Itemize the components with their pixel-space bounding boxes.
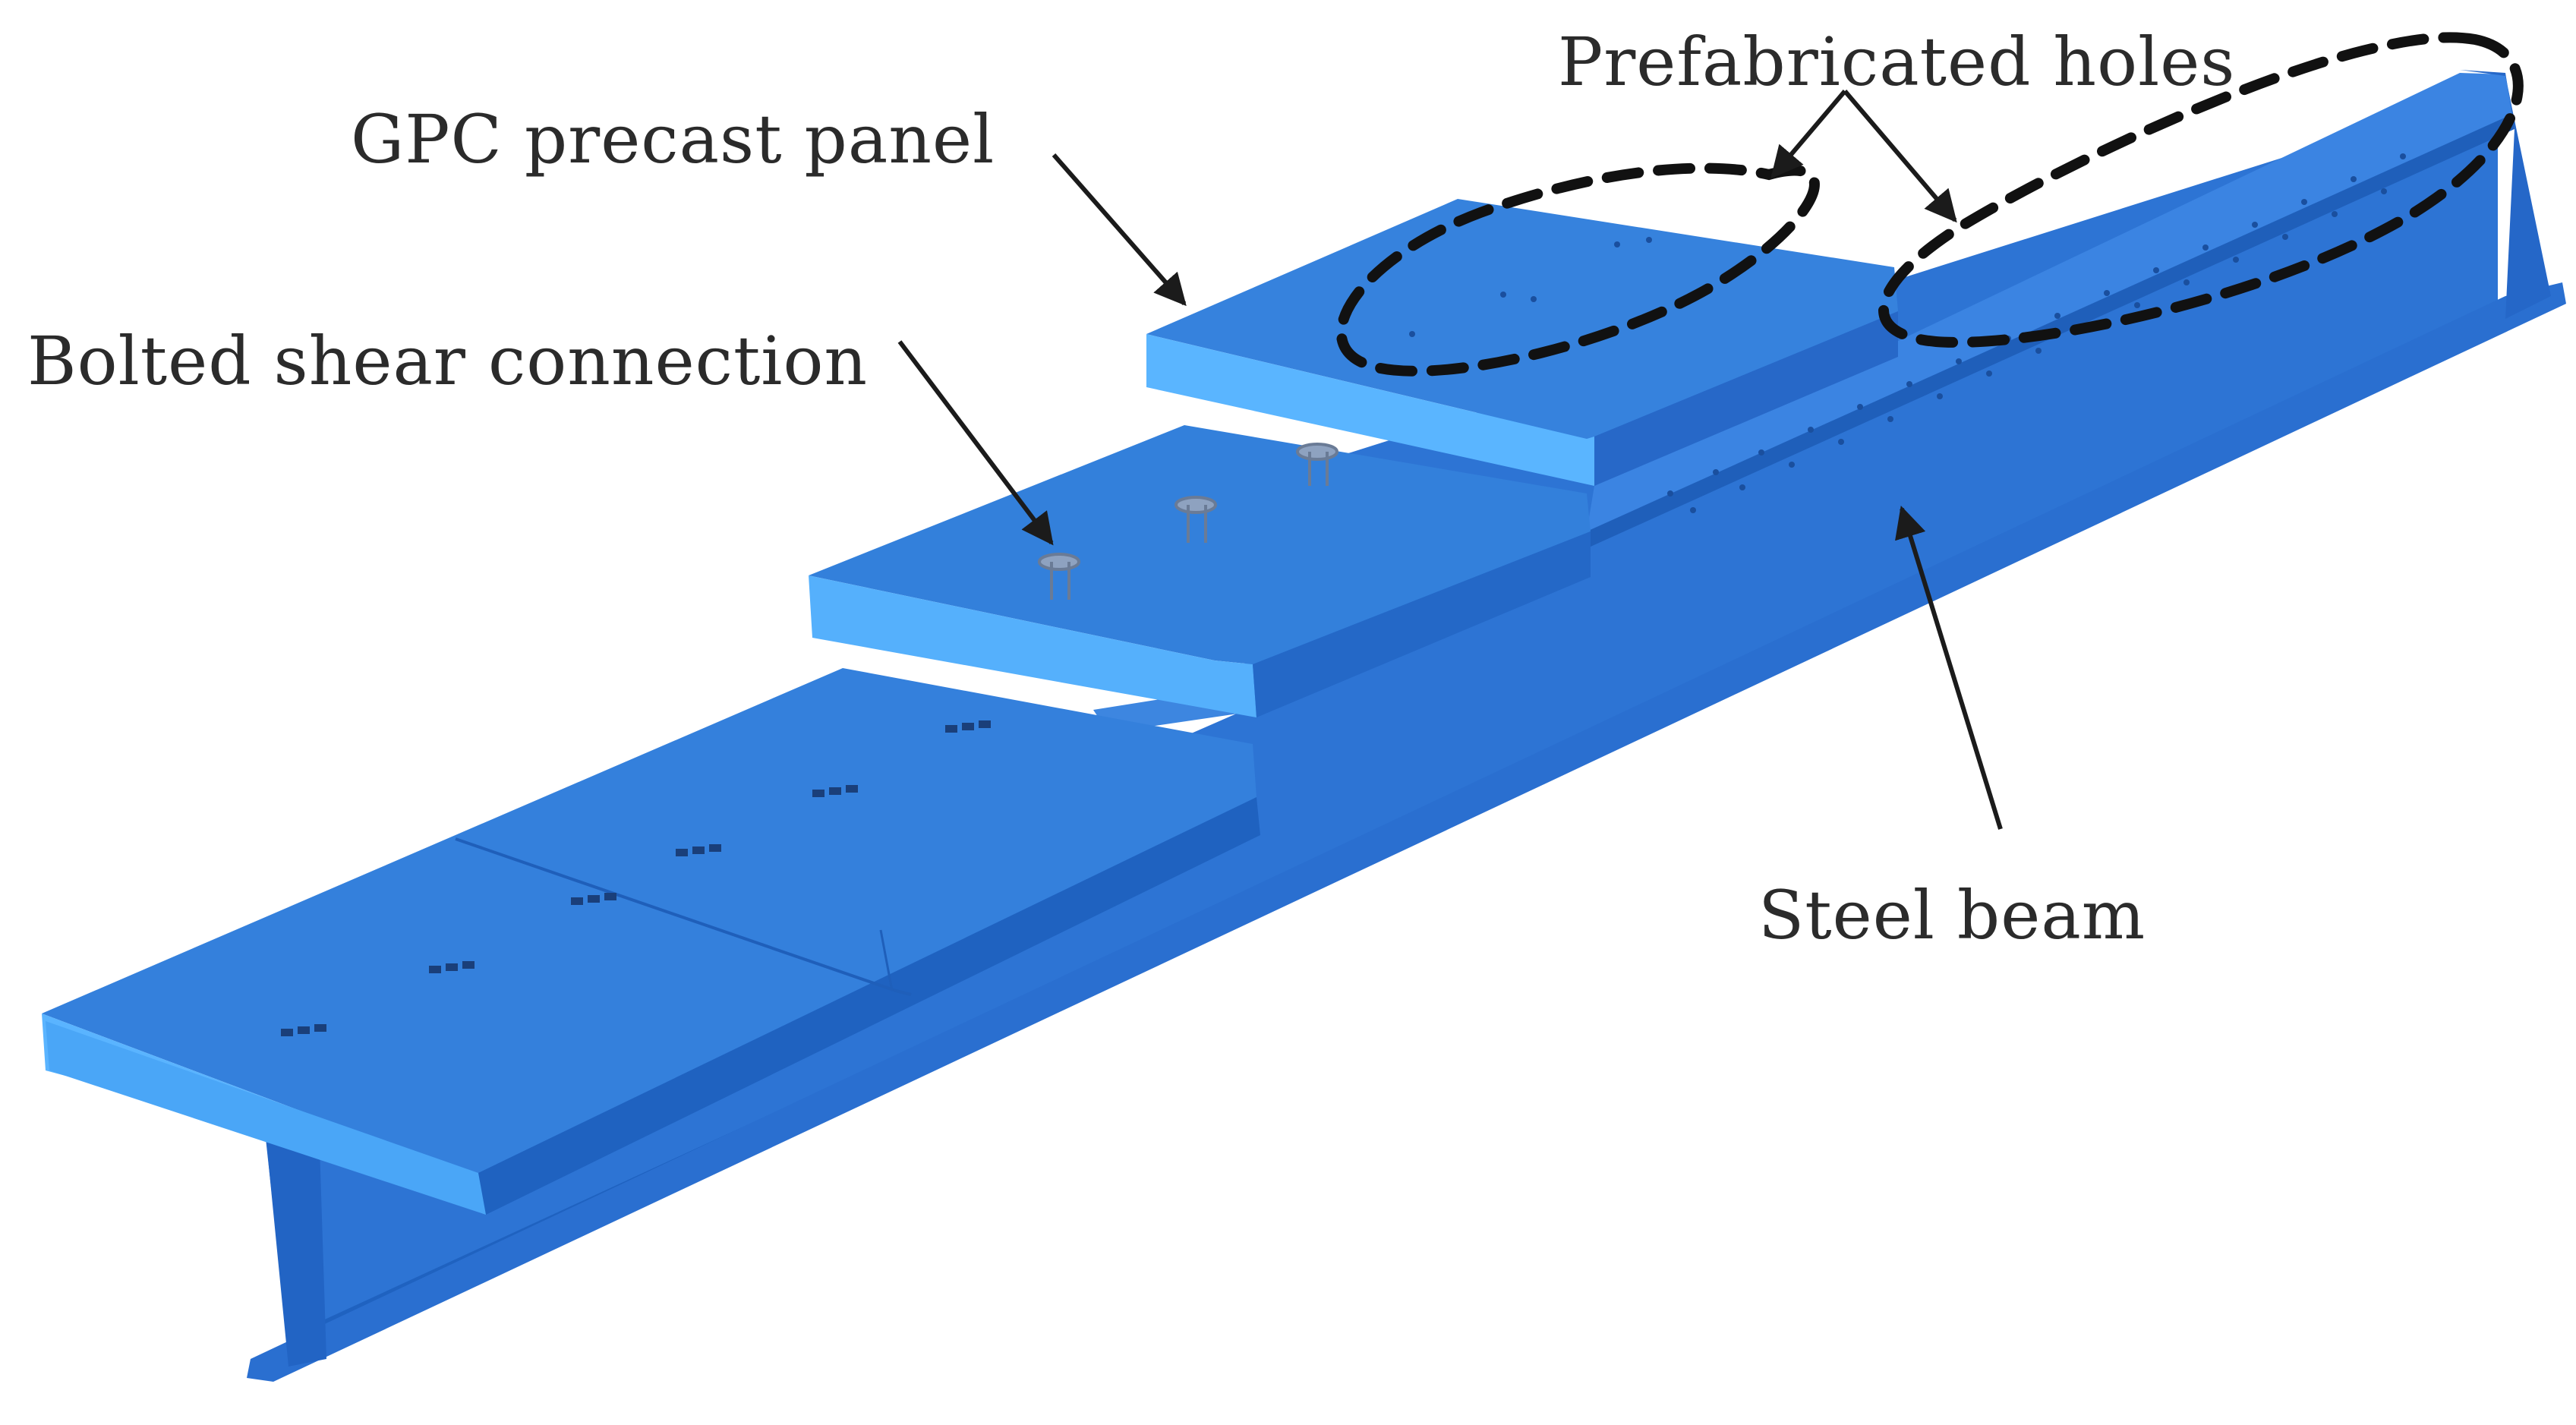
steel-beam-far-end [2460,70,2551,319]
arrow-steel-beam [1895,505,2003,830]
steel-beam-web-end [266,1124,326,1367]
bolt-group [571,893,616,905]
gpc-panel-far-top [1146,199,1898,439]
gpc-panel-middle-top [809,425,1591,664]
gpc-panel-near [42,668,1260,1215]
steel-beam-label: Steel beam [1758,876,2146,954]
prefabricated-holes-label: Prefabricated holes [1558,23,2236,101]
exposed-bolts [1038,443,1338,600]
bolt-group [429,961,475,973]
prefabricated-hole-dots [1667,153,2406,513]
gpc-panel-near-top [42,668,1256,1173]
gpc-panel-middle [809,425,1591,717]
bolt-group [676,844,721,856]
gpc-panel-far [1146,199,1898,486]
panel-hole-dots [1409,237,1652,337]
bolt-group [945,720,991,733]
gpc-panel-middle-front-face [809,575,1256,717]
dashed-ellipse-flange-holes [1878,32,2524,348]
gpc-panel-label: GPC precast panel [351,100,995,178]
bolt [1038,553,1080,600]
steel-beam-bottom-flange [247,282,2566,1382]
panel-joint-line-2 [895,989,912,996]
dashed-ellipse-panel-holes [1335,162,1820,377]
bolted-connection-label: Bolted shear connection [27,322,869,400]
panel-joint-line-3 [879,929,894,992]
gpc-panel-near-side-edge [478,797,1260,1215]
gpc-panel-near-front-face [46,1021,486,1215]
bolt [1174,496,1217,543]
gpc-panel-far-front-face [1146,334,1594,486]
bolt-group [281,1024,326,1036]
bolt [1296,443,1338,486]
arrow-gpc-panel [1052,153,1187,307]
arrow-holes-left [1770,90,1847,179]
bolt-groups-near [281,720,991,1036]
bolt-group [812,785,858,797]
gpc-panel-middle-side-face [1253,531,1591,717]
steel-beam-top-flange [1587,73,2513,535]
panel-joint-line-1 [455,837,897,992]
arrow-holes-right [1843,90,1957,223]
gpc-panel-far-side-face [1594,311,1898,486]
arrow-bolted-connection [897,340,1054,546]
